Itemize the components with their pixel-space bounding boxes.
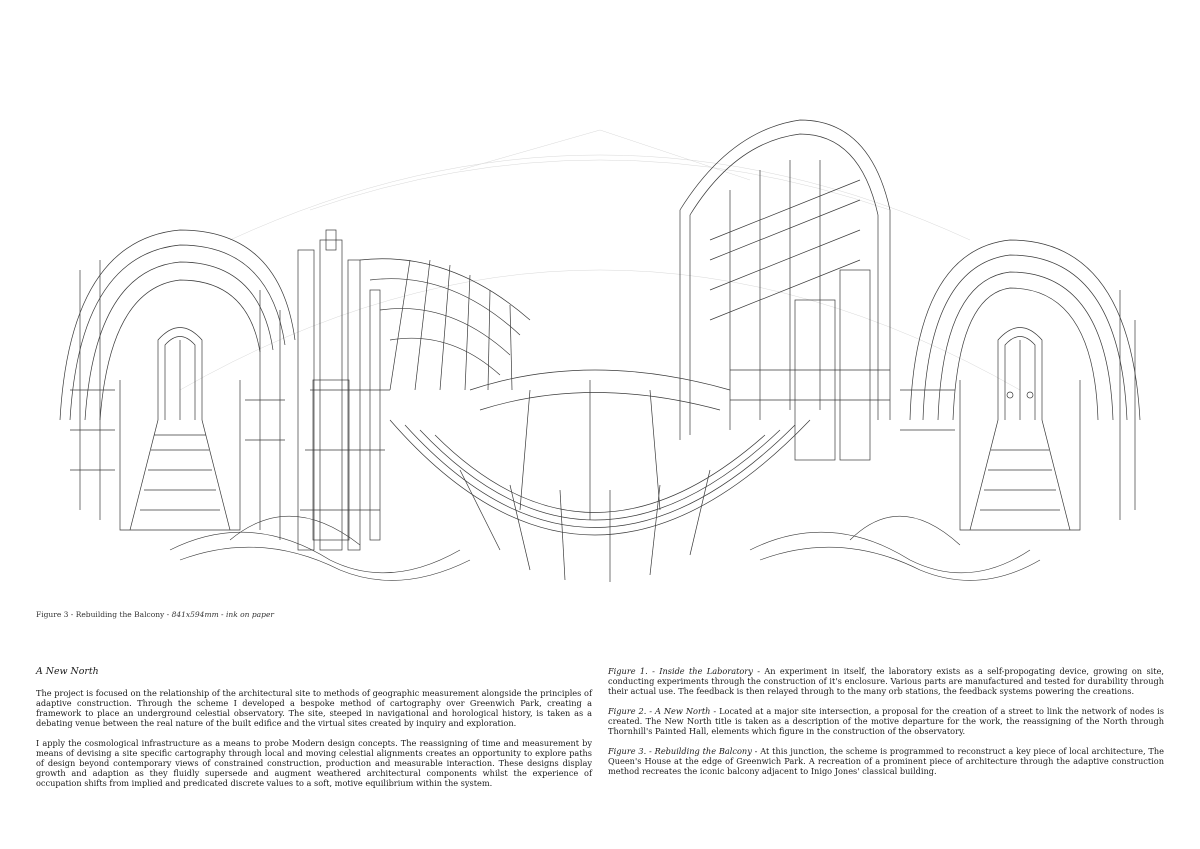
figure-text: - At this junction, the scheme is progra… bbox=[608, 746, 1165, 776]
figure-label: Figure 1. - Inside the Laboratory bbox=[608, 666, 753, 676]
figure-text: - Located at a major site intersection, … bbox=[608, 706, 1164, 736]
right-tower bbox=[679, 119, 891, 461]
floor-sweep bbox=[389, 369, 811, 582]
tunnel-ribs bbox=[359, 258, 531, 391]
left-vault bbox=[59, 229, 296, 540]
figure-label: Figure 3. - Rebuilding the Balcony bbox=[608, 746, 752, 756]
column-cluster bbox=[297, 229, 390, 551]
figure-caption-meta: 841x594mm - ink on paper bbox=[171, 610, 274, 619]
body-paragraph: The project is focused on the relationsh… bbox=[36, 688, 592, 729]
body-paragraph: I apply the cosmological infrastructure … bbox=[36, 738, 592, 789]
section-heading: A New North bbox=[36, 666, 99, 677]
panoramic-ink-drawing bbox=[30, 90, 1170, 602]
figure-label: Figure 2. - A New North bbox=[608, 706, 711, 716]
figure-caption: Figure 3 - Rebuilding the Balcony - 841x… bbox=[36, 610, 274, 619]
construction-lines bbox=[179, 129, 1021, 391]
left-text-column: A New North The project is focused on th… bbox=[36, 666, 592, 798]
figure-description: Figure 3. - Rebuilding the Balcony - At … bbox=[608, 746, 1164, 776]
pipe-tangle bbox=[169, 515, 1041, 581]
figure-text: - An experiment in itself, the laborator… bbox=[608, 666, 1165, 696]
figure-caption-title: Figure 3 - Rebuilding the Balcony bbox=[36, 610, 165, 619]
right-text-column: Figure 1. - Inside the Laboratory - An e… bbox=[608, 666, 1164, 786]
figure-description: Figure 2. - A New North - Located at a m… bbox=[608, 706, 1164, 736]
figure-description: Figure 1. - Inside the Laboratory - An e… bbox=[608, 666, 1164, 696]
right-vault bbox=[900, 239, 1141, 531]
